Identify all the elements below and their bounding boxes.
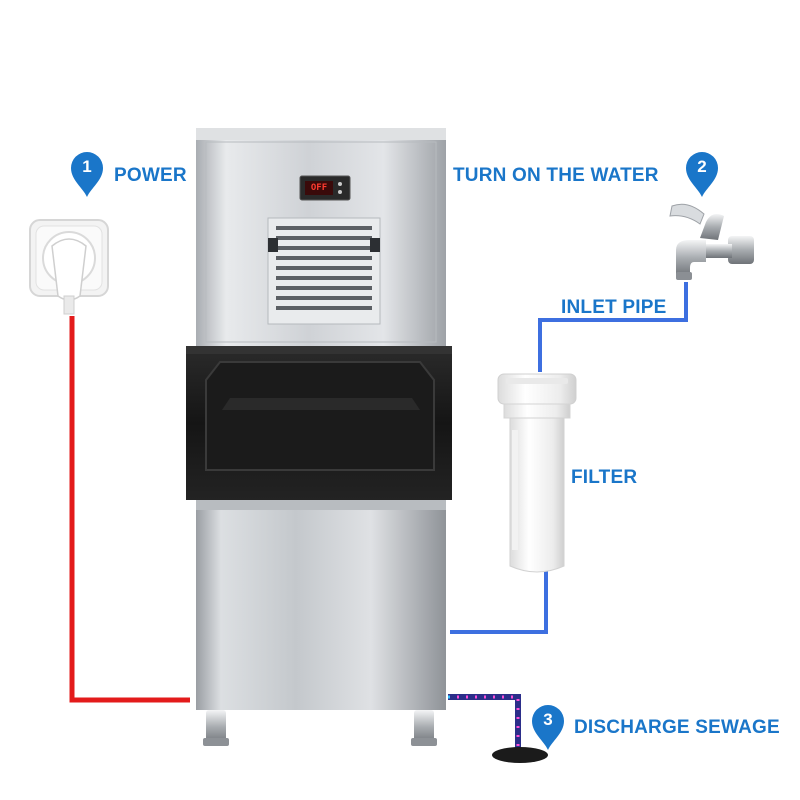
step-3-marker-icon: 3 [531, 705, 565, 751]
step-3-number: 3 [543, 710, 553, 729]
step-1-label: POWER [114, 165, 187, 186]
step-2-label: TURN ON THE WATER [453, 165, 659, 186]
water-inlet-line [450, 282, 688, 634]
water-filter-icon [497, 373, 577, 573]
machine-display: OFF [310, 183, 328, 193]
faucet-icon [669, 203, 754, 280]
step-2-number: 2 [697, 157, 707, 176]
ice-machine [186, 128, 452, 746]
power-cable [69, 316, 190, 703]
step-1-number: 1 [82, 157, 92, 176]
step-3-label: DISCHARGE SEWAGE [574, 717, 780, 738]
filter-label: FILTER [571, 467, 638, 488]
sewage-line [448, 694, 548, 763]
step-1-marker-icon: 1 [70, 152, 104, 198]
wall-outlet-icon [29, 219, 109, 315]
step-2-marker-icon: 2 [685, 152, 719, 198]
inlet-pipe-label: INLET PIPE [561, 297, 667, 318]
